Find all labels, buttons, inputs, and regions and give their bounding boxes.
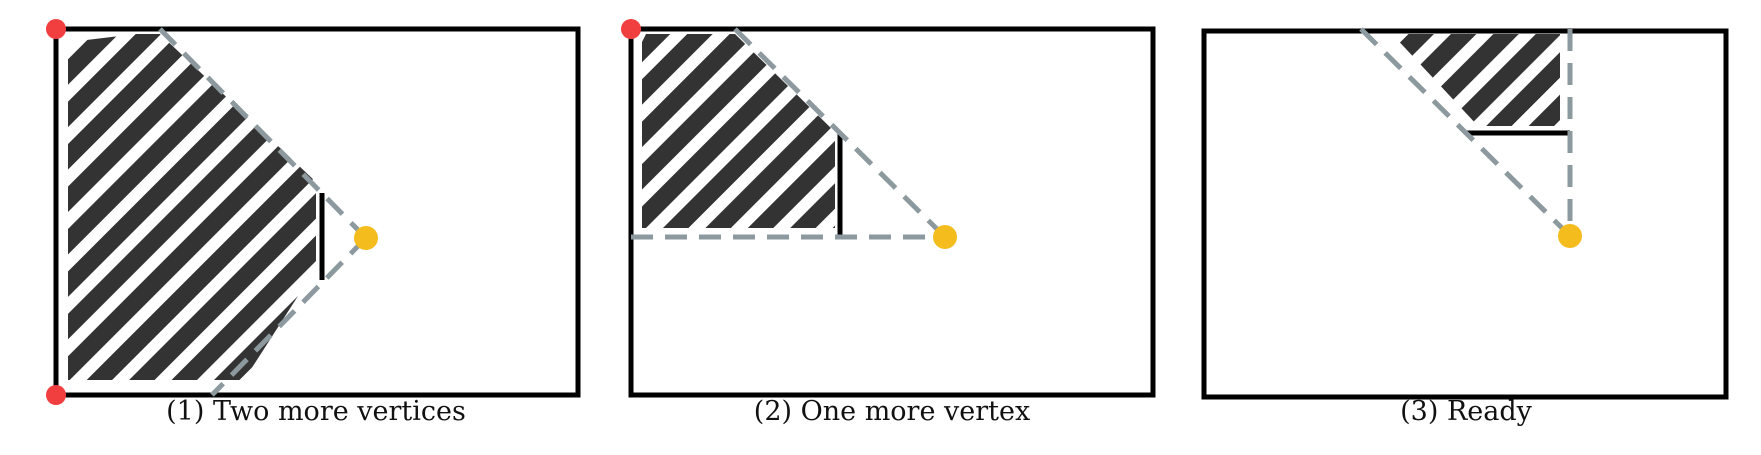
panel-1-vertex-marker-top bbox=[46, 19, 66, 39]
panel-2-vertex-marker-top bbox=[621, 19, 641, 39]
panel-1-sight-line-lower bbox=[210, 236, 368, 397]
panel-3-frame bbox=[1201, 28, 1729, 400]
panel-1-sight-line-upper bbox=[158, 27, 368, 240]
panel-1 bbox=[46, 19, 581, 405]
panel-1-viewpoint bbox=[354, 226, 378, 250]
panel-2-caption: (2) One more vertex bbox=[753, 396, 1031, 427]
panel-2-frame bbox=[628, 26, 1156, 398]
panel-1-visible-region bbox=[68, 34, 316, 380]
panel-1-vertex-marker-bottom bbox=[46, 385, 66, 405]
panel-3-sight-line-diagonal bbox=[1359, 27, 1572, 238]
panel-1-frame bbox=[53, 26, 581, 398]
panel-3-visible-region bbox=[1392, 34, 1560, 126]
panel-2-sight-line-diagonal bbox=[733, 27, 947, 239]
panel-2 bbox=[621, 19, 1156, 398]
panel-3 bbox=[1201, 27, 1729, 400]
panel-3-viewpoint bbox=[1558, 224, 1582, 248]
panel-2-visible-region bbox=[642, 34, 835, 228]
panel-2-viewpoint bbox=[933, 225, 957, 249]
panel-3-caption: (3) Ready bbox=[1400, 396, 1532, 427]
panel-1-caption: (1) Two more vertices bbox=[166, 396, 466, 427]
